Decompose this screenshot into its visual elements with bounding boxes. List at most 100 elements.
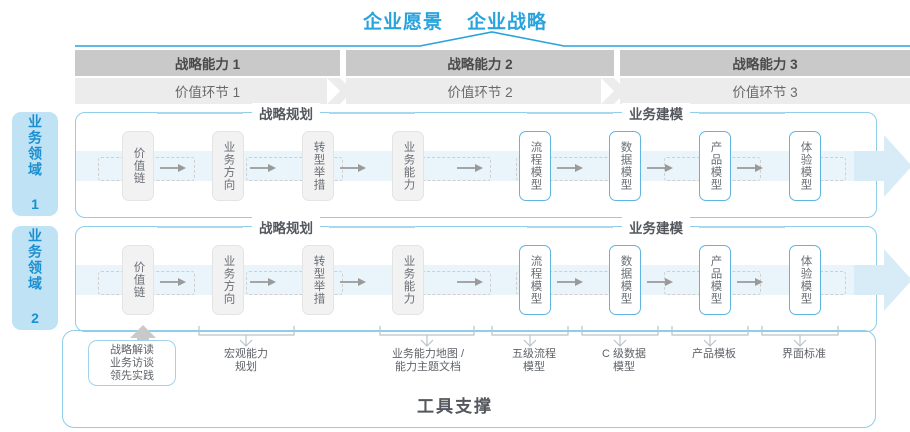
tool-label-process-model: 五级流程 模型 bbox=[512, 348, 556, 373]
capability-bar-2-label: 战略能力 2 bbox=[447, 57, 513, 72]
tool-label-interface-standard: 界面标准 bbox=[782, 348, 826, 360]
capability-bar-row: 战略能力 1 战略能力 2 战略能力 3 bbox=[75, 50, 910, 76]
divider bbox=[699, 112, 785, 114]
arrow-right-icon bbox=[340, 278, 366, 286]
divider bbox=[329, 226, 415, 228]
node-label: 价值链 bbox=[132, 147, 145, 185]
node-label: 转型举措 bbox=[312, 141, 325, 191]
node-transformation-measures[interactable]: 转型举措 bbox=[302, 245, 334, 315]
sidebar-item-domain-2[interactable]: 业务领域 2 bbox=[12, 226, 58, 330]
node-label: 数据模型 bbox=[619, 255, 632, 305]
arrow-right-icon bbox=[647, 164, 673, 172]
value-bar-row: 价值环节 1 价值环节 2 价值环节 3 bbox=[75, 78, 910, 104]
arrow-right-icon bbox=[250, 164, 276, 172]
node-business-capability[interactable]: 业务能力 bbox=[392, 245, 424, 315]
arrow-right-icon bbox=[557, 164, 583, 172]
tool-label-capability-map: 业务能力地图 / 能力主题文档 bbox=[391, 348, 465, 373]
node-experience-model[interactable]: 体验模型 bbox=[789, 245, 821, 315]
node-process-model[interactable]: 流程模型 bbox=[519, 131, 551, 201]
top-title-group: 企业愿景 企业战略 bbox=[0, 6, 910, 34]
node-product-model[interactable]: 产品模型 bbox=[699, 131, 731, 201]
value-bar-3[interactable]: 价值环节 3 bbox=[620, 78, 910, 104]
arrow-right-icon bbox=[250, 278, 276, 286]
node-experience-model[interactable]: 体验模型 bbox=[789, 131, 821, 201]
tool-support-container bbox=[62, 330, 876, 428]
tool-box-strategy[interactable]: 战略解读 业务访谈 领先实践 bbox=[88, 340, 176, 386]
divider bbox=[699, 226, 785, 228]
arrow-right-icon bbox=[737, 164, 763, 172]
value-bar-1-label: 价值环节 1 bbox=[174, 85, 241, 100]
bracket-connectors bbox=[130, 325, 839, 348]
tool-label-data-model: C 级数据 模型 bbox=[602, 348, 646, 373]
dashed-placeholder bbox=[246, 271, 343, 295]
node-label: 业务能力 bbox=[402, 141, 415, 191]
node-label: 产品模型 bbox=[709, 255, 722, 305]
arrow-right-icon bbox=[647, 278, 673, 286]
node-label: 产品模型 bbox=[709, 141, 722, 191]
node-business-direction[interactable]: 业务方向 bbox=[212, 245, 244, 315]
node-label: 业务能力 bbox=[402, 255, 415, 305]
arrow-right-icon bbox=[557, 278, 583, 286]
arrow-right-icon bbox=[457, 278, 483, 286]
enterprise-vision-title: 企业愿景 bbox=[362, 11, 443, 33]
capability-bar-3[interactable]: 战略能力 3 bbox=[620, 50, 910, 76]
node-transformation-measures[interactable]: 转型举措 bbox=[302, 131, 334, 201]
node-label: 价值链 bbox=[132, 261, 145, 299]
tool-support-title: 工具支撑 bbox=[417, 397, 493, 416]
section-header-strategy-planning-1: 战略规划 bbox=[136, 103, 436, 123]
divider bbox=[527, 112, 613, 114]
sidebar-item-domain-1-label: 业务领域 1 bbox=[27, 114, 43, 214]
node-value-chain[interactable]: 价值链 bbox=[122, 131, 154, 201]
flow-arrow-icon bbox=[854, 135, 910, 197]
node-value-chain[interactable]: 价值链 bbox=[122, 245, 154, 315]
tool-label-product-template: 产品模板 bbox=[692, 348, 736, 360]
arrow-right-icon bbox=[737, 278, 763, 286]
tool-line-2: 业务访谈 bbox=[110, 356, 154, 369]
value-bar-1[interactable]: 价值环节 1 bbox=[75, 78, 353, 104]
node-label: 数据模型 bbox=[619, 141, 632, 191]
capability-bar-2[interactable]: 战略能力 2 bbox=[346, 50, 614, 76]
dashed-placeholder bbox=[246, 157, 343, 181]
node-data-model[interactable]: 数据模型 bbox=[609, 245, 641, 315]
node-product-model[interactable]: 产品模型 bbox=[699, 245, 731, 315]
sidebar-item-domain-2-label: 业务领域 2 bbox=[27, 228, 43, 328]
section-header-business-modeling-2: 业务建模 bbox=[506, 217, 806, 237]
node-label: 转型举措 bbox=[312, 255, 325, 305]
chevron-notch-icon bbox=[601, 78, 614, 104]
capability-bar-3-label: 战略能力 3 bbox=[732, 57, 798, 72]
node-business-direction[interactable]: 业务方向 bbox=[212, 131, 244, 201]
node-label: 体验模型 bbox=[799, 141, 812, 191]
node-label: 业务方向 bbox=[222, 255, 235, 305]
section-header-business-modeling-1: 业务建模 bbox=[506, 103, 806, 123]
arrow-right-icon bbox=[340, 164, 366, 172]
node-data-model[interactable]: 数据模型 bbox=[609, 131, 641, 201]
node-business-capability[interactable]: 业务能力 bbox=[392, 131, 424, 201]
flow-arrow-icon bbox=[854, 249, 910, 311]
divider bbox=[157, 112, 243, 114]
arrow-right-icon bbox=[457, 164, 483, 172]
arrow-right-icon bbox=[160, 278, 186, 286]
domain-row-1: 战略规划 业务建模 价值链 业务方向 转型举措 业务能力 流程模型 数据模型 产… bbox=[75, 103, 910, 218]
node-label: 流程模型 bbox=[529, 141, 542, 191]
arrow-right-icon bbox=[160, 164, 186, 172]
node-process-model[interactable]: 流程模型 bbox=[519, 245, 551, 315]
value-bar-3-label: 价值环节 3 bbox=[732, 85, 798, 100]
capability-bar-1-label: 战略能力 1 bbox=[174, 57, 241, 72]
tool-line-3: 领先实践 bbox=[110, 369, 154, 382]
peak-connector-line bbox=[75, 31, 910, 47]
node-label: 流程模型 bbox=[529, 255, 542, 305]
value-bar-2[interactable]: 价值环节 2 bbox=[346, 78, 627, 104]
sidebar-item-domain-1[interactable]: 业务领域 1 bbox=[12, 112, 58, 216]
section-title: 业务建模 bbox=[622, 217, 690, 237]
divider bbox=[157, 226, 243, 228]
tool-label-macro-capability: 宏观能力 规划 bbox=[224, 348, 268, 373]
section-title: 业务建模 bbox=[622, 103, 690, 123]
enterprise-strategy-title: 企业战略 bbox=[467, 11, 548, 33]
value-bar-2-label: 价值环节 2 bbox=[447, 85, 513, 100]
section-title: 战略规划 bbox=[252, 217, 320, 237]
node-label: 业务方向 bbox=[222, 141, 235, 191]
divider bbox=[329, 112, 415, 114]
tool-line-1: 战略解读 bbox=[110, 343, 154, 356]
capability-bar-1[interactable]: 战略能力 1 bbox=[75, 50, 340, 76]
